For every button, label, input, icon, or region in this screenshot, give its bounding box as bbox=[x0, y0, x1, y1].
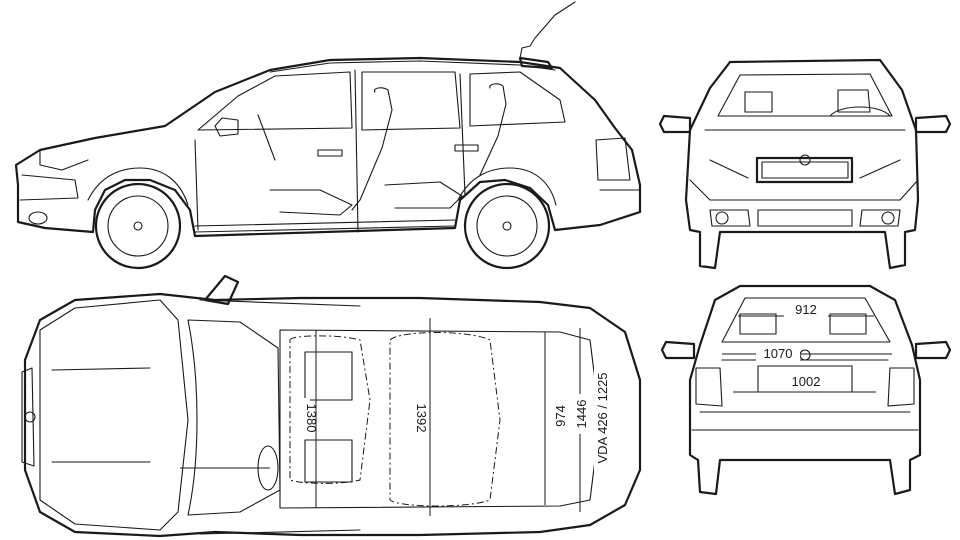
cargo-height-label: 1446 bbox=[574, 400, 589, 429]
top-view bbox=[21, 274, 642, 538]
rear-width-top-label: 912 bbox=[795, 302, 817, 317]
rear-seat-dimension-label: 1392 bbox=[414, 404, 429, 433]
rear-width-bottom-label: 1002 bbox=[792, 374, 821, 389]
front-view bbox=[658, 58, 952, 270]
front-seat-dimension-label: 1380 bbox=[304, 404, 319, 433]
vda-volume-label: VDA 426 / 1225 bbox=[595, 372, 610, 463]
side-view bbox=[14, 1, 642, 270]
rear-width-middle-label: 1070 bbox=[764, 346, 793, 361]
cargo-length-label: 974 bbox=[553, 405, 568, 427]
